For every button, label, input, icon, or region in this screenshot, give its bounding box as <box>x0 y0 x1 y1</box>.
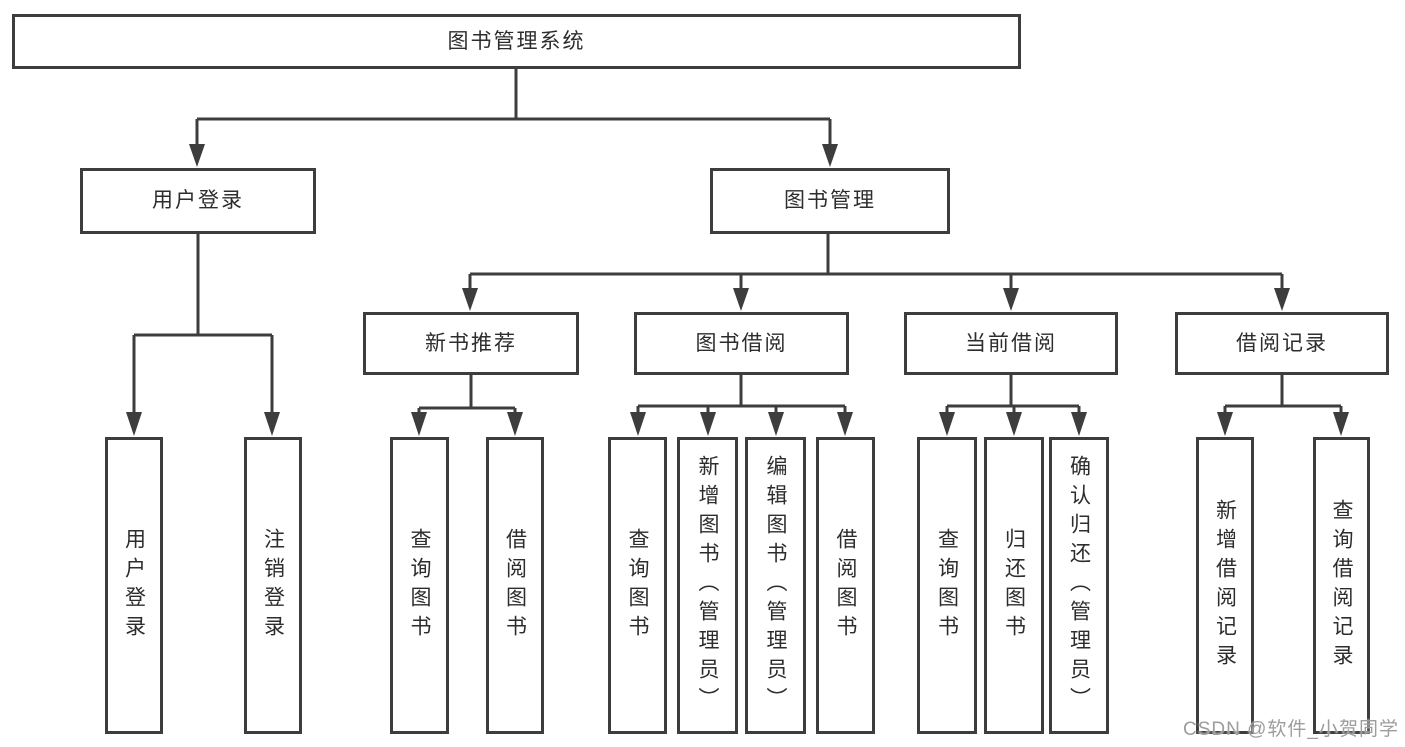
leaf-user-login-label: 用户登录 <box>122 527 146 644</box>
leaf-user-login: 用户登录 <box>105 437 163 734</box>
leaf-add-borrow-record: 新增借阅记录 <box>1196 437 1254 734</box>
leaf-query-books-borrow-label: 查询图书 <box>626 527 650 644</box>
node-new-book-recommendation-label: 新书推荐 <box>425 331 517 355</box>
leaf-query-borrow-record-label: 查询借阅记录 <box>1330 498 1354 673</box>
leaf-query-books-recommend: 查询图书 <box>390 437 449 734</box>
leaf-query-books-current: 查询图书 <box>917 437 977 734</box>
leaf-confirm-return-admin: 确认归还（管理员） <box>1049 437 1109 734</box>
leaf-add-books-admin-label: 新增图书（管理员） <box>696 455 720 716</box>
node-current-borrowing: 当前借阅 <box>904 312 1118 375</box>
leaf-return-books-label: 归还图书 <box>1002 527 1026 644</box>
node-book-management-label: 图书管理 <box>784 189 876 213</box>
node-book-borrowing-label: 图书借阅 <box>695 331 788 355</box>
node-book-borrowing: 图书借阅 <box>634 312 849 375</box>
node-user-login: 用户登录 <box>80 168 316 234</box>
leaf-query-books-current-label: 查询图书 <box>935 527 959 644</box>
node-user-login-label: 用户登录 <box>152 189 244 213</box>
leaf-edit-books-admin-label: 编辑图书（管理员） <box>764 455 788 716</box>
node-borrowing-records-label: 借阅记录 <box>1236 331 1328 355</box>
csdn-watermark: CSDN @软件_小贺同学 <box>1183 719 1399 740</box>
leaf-add-books-admin: 新增图书（管理员） <box>677 437 738 734</box>
node-library-management-system: 图书管理系统 <box>12 14 1021 69</box>
node-current-borrowing-label: 当前借阅 <box>965 331 1057 355</box>
leaf-borrow-books-recommend: 借阅图书 <box>486 437 544 734</box>
leaf-query-books-recommend-label: 查询图书 <box>408 527 432 644</box>
leaf-borrow-books-label: 借阅图书 <box>834 527 858 644</box>
node-book-management: 图书管理 <box>710 168 950 234</box>
leaf-borrow-books: 借阅图书 <box>816 437 875 734</box>
leaf-logout-label: 注销登录 <box>261 527 285 644</box>
leaf-add-borrow-record-label: 新增借阅记录 <box>1213 498 1237 673</box>
leaf-query-books-borrow: 查询图书 <box>608 437 667 734</box>
leaf-edit-books-admin: 编辑图书（管理员） <box>745 437 806 734</box>
leaf-borrow-books-recommend-label: 借阅图书 <box>503 527 527 644</box>
node-borrowing-records: 借阅记录 <box>1175 312 1389 375</box>
node-library-management-system-label: 图书管理系统 <box>447 29 586 53</box>
leaf-query-borrow-record: 查询借阅记录 <box>1313 437 1370 734</box>
node-new-book-recommendation: 新书推荐 <box>363 312 579 375</box>
leaf-return-books: 归还图书 <box>984 437 1044 734</box>
leaf-logout: 注销登录 <box>244 437 302 734</box>
arrowheads <box>126 144 1349 436</box>
leaf-confirm-return-admin-label: 确认归还（管理员） <box>1067 455 1091 716</box>
